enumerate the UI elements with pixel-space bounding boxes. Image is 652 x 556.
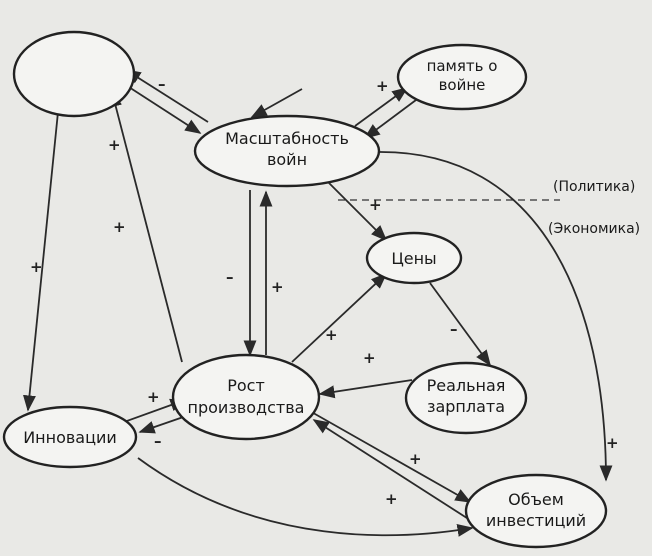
sign-plus-1: + — [108, 136, 121, 154]
node-war-scale: Масштабность войн — [193, 114, 381, 188]
arrow-text-to-war — [250, 88, 303, 118]
war-scale-label-2: войн — [267, 150, 307, 169]
sign-plus-12: + — [606, 434, 619, 452]
arrow-wage-to-growth — [318, 379, 413, 399]
growth-label-2: производства — [188, 398, 305, 417]
sign-plus-7: + — [369, 196, 382, 214]
arrow-investment-to-growth — [312, 419, 471, 521]
sign-plus-11: + — [385, 490, 398, 508]
arrow-war-to-empty — [124, 69, 209, 123]
arrow-memory-to-war — [363, 99, 417, 139]
legend-politics: (Политика) — [553, 179, 635, 195]
sign-minus-2: – — [226, 268, 234, 286]
growth-label-1: Рост — [227, 376, 265, 395]
sign-plus-8: + — [363, 349, 376, 367]
arrow-growth-to-prices — [291, 272, 388, 363]
sign-plus-9: + — [147, 388, 160, 406]
prices-label: Цены — [391, 249, 436, 268]
arrow-prices-to-wage — [429, 282, 491, 367]
sign-plus-6: + — [325, 326, 338, 344]
sign-minus-3: – — [450, 320, 458, 338]
node-investment: Объем инвестиций — [464, 473, 608, 549]
arrow-innovations-to-investment — [137, 457, 474, 537]
war-memory-label-1: память о — [427, 57, 498, 75]
arrow-war-to-memory — [354, 87, 409, 127]
arrows — [23, 69, 613, 537]
node-production-growth: Рост производства — [171, 353, 321, 441]
arrow-war-to-prices — [327, 181, 388, 242]
arrow-growth-to-investment — [307, 409, 472, 503]
signs: – + + + + – + + + – + + – + + + — [30, 75, 619, 508]
arrow-war-to-investment — [377, 151, 613, 482]
innovations-label: Инновации — [23, 428, 117, 447]
sign-plus-2: + — [376, 77, 389, 95]
legend-economics: (Экономика) — [548, 221, 640, 237]
arrow-empty-to-innovations — [23, 111, 59, 412]
sign-plus-10: + — [409, 450, 422, 468]
sign-minus-4: – — [154, 432, 162, 450]
arrow-growth-to-empty — [109, 90, 183, 363]
node-empty-top — [12, 30, 136, 118]
node-real-wage: Реальная зарплата — [404, 361, 528, 435]
war-memory-label-2: войне — [439, 76, 486, 94]
war-scale-label-1: Масштабность — [225, 129, 349, 148]
sign-plus-3: + — [30, 258, 43, 276]
node-war-memory: память о войне — [396, 43, 528, 111]
node-innovations: Инновации — [2, 405, 138, 469]
node-prices: Цены — [365, 231, 463, 285]
real-wage-label-2: зарплата — [427, 397, 505, 416]
sign-plus-5: + — [271, 278, 284, 296]
sign-minus-1: – — [158, 75, 166, 93]
investment-label-2: инвестиций — [486, 511, 586, 530]
investment-label-1: Объем — [508, 490, 564, 509]
real-wage-label-1: Реальная — [427, 376, 506, 395]
sign-plus-4: + — [113, 218, 126, 236]
